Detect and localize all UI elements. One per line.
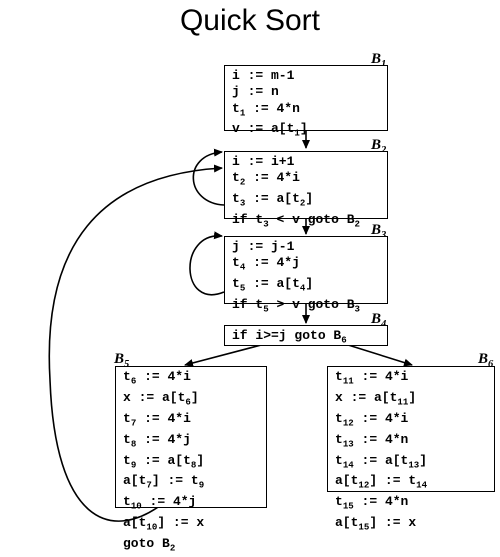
code-line: t14 := a[t13] <box>335 452 428 471</box>
code-line: goto B2 <box>123 536 176 554</box>
code-line: t10 := 4*j <box>123 494 197 512</box>
block-b5-label: B5 <box>114 351 130 370</box>
code-line: x := a[t11] <box>335 389 417 408</box>
block-b4-label: B4 <box>371 311 386 330</box>
code-line: t15 := 4*n <box>335 494 409 512</box>
code-line: if t3 < v goto B2 <box>232 212 360 230</box>
edge-b2-self-loop <box>192 148 225 206</box>
code-line: a[t10] := x <box>123 515 205 533</box>
code-line: a[t7] := t9 <box>123 473 205 492</box>
block-b5: t6 := 4*i x := a[t6] t7 := 4*i t8 := 4*j t9 … <box>115 366 267 554</box>
code-line: j := j-1 <box>232 239 295 254</box>
code-line: t2 := 4*i <box>232 170 300 188</box>
code-line: x := a[t6] <box>123 389 199 408</box>
edge-b3-self-loop <box>189 231 225 296</box>
code-line: t6 := 4*i <box>123 369 191 387</box>
code-line: t11 := 4*i <box>335 369 409 387</box>
code-line: j := n <box>232 84 279 100</box>
code-line: t12 := 4*i <box>335 410 409 429</box>
edge-b4-b5 <box>184 343 266 367</box>
code-line: t9 := a[t8] <box>123 452 205 471</box>
block-b3-label: B3 <box>371 222 386 241</box>
edge-b5-b2 <box>48 164 223 522</box>
code-line: t4 := 4*j <box>232 255 300 273</box>
edge-b4-b6 <box>344 343 413 367</box>
code-line: t3 := a[t2] <box>232 191 314 209</box>
edges-layer <box>48 130 413 522</box>
code-line: v := a[t1] <box>232 121 308 140</box>
code-line: t1 := 4*n <box>232 100 300 119</box>
code-line: a[t12] := t14 <box>335 473 428 492</box>
code-line: t7 := 4*i <box>123 410 191 429</box>
code-line: if t5 > v goto B3 <box>232 297 360 315</box>
block-b6: t11 := 4*i x := a[t11] t12 := 4*i t13 := 4*… <box>327 366 495 533</box>
code-line: if i>=j goto B6 <box>232 328 347 346</box>
block-b2-label: B2 <box>371 137 386 156</box>
code-line: i := i+1 <box>232 154 295 169</box>
code-line: a[t15] := x <box>335 515 417 533</box>
block-b6-label: B6 <box>478 351 494 370</box>
code-line: t5 := a[t4] <box>232 276 314 294</box>
code-line: t8 := 4*j <box>123 431 191 450</box>
code-line: i := m-1 <box>232 68 295 83</box>
block-b4: if i>=j goto B6 <box>224 325 388 346</box>
diagram-title: Quick Sort <box>179 4 321 37</box>
block-b1-label: B1 <box>371 51 386 70</box>
code-line: t13 := 4*n <box>335 431 409 450</box>
